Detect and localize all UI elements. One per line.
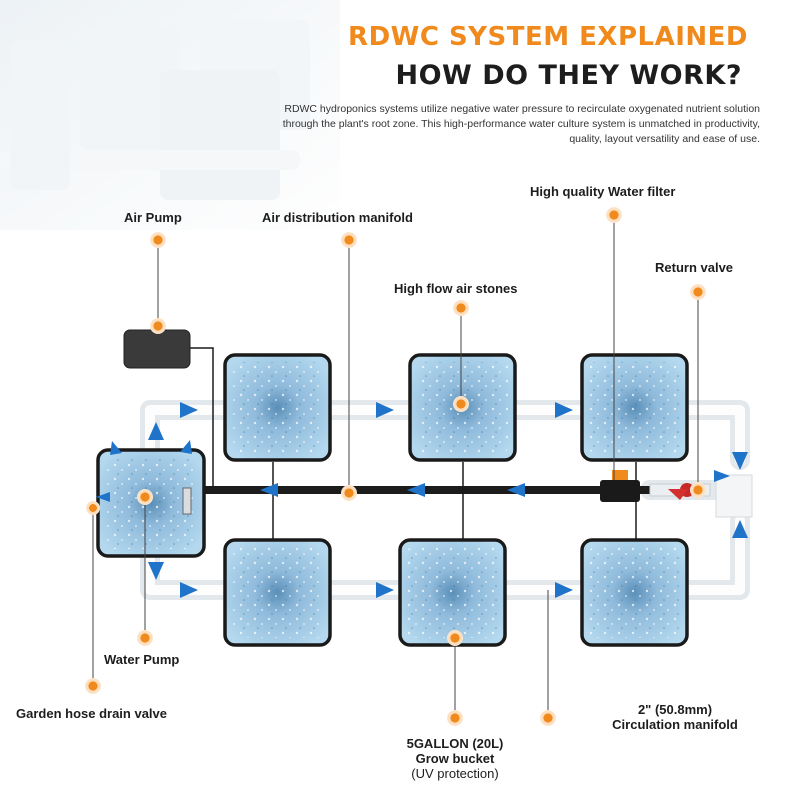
label-circulation-manifold: 2" (50.8mm) Circulation manifold — [590, 702, 760, 732]
grow-bucket-size: 5GALLON (20L) — [406, 736, 504, 751]
air-pump-body — [123, 329, 191, 369]
callout-dot — [341, 485, 357, 501]
callout-dot — [86, 501, 100, 515]
circ-name: Circulation manifold — [612, 717, 738, 732]
label-air-manifold: Air distribution manifold — [262, 210, 413, 225]
arrow-up-left-icon — [110, 441, 122, 455]
callout-dot — [690, 482, 706, 498]
label-return-valve: Return valve — [655, 260, 734, 275]
water-filter-housing — [600, 480, 640, 502]
callout-dot — [341, 232, 357, 248]
callout-dot — [447, 630, 463, 646]
callout-dot — [137, 489, 153, 505]
arrow-right-icon — [555, 582, 573, 598]
label-drain-valve: Garden hose drain valve — [16, 706, 168, 721]
bucket-top-3 — [580, 353, 689, 462]
label-air-stones: High flow air stones — [394, 281, 518, 296]
label-water-filter: High quality Water filter — [530, 184, 676, 199]
callout-dot — [540, 710, 556, 726]
grow-bucket-note: (UV protection) — [411, 766, 499, 781]
background-photo-fade — [0, 0, 340, 230]
label-water-pump: Water Pump — [104, 652, 180, 667]
arrow-left-icon — [407, 483, 425, 497]
callout-dot — [453, 300, 469, 316]
grow-bucket-name: Grow bucket — [415, 751, 495, 766]
callout-dot — [137, 630, 153, 646]
callout-dot — [150, 232, 166, 248]
circ-size: 2" (50.8mm) — [637, 702, 713, 717]
arrow-up-icon — [148, 422, 164, 440]
page-subtitle: HOW DO THEY WORK? — [395, 60, 742, 91]
pipe-junction — [715, 474, 753, 518]
label-air-pump: Air Pump — [124, 210, 182, 225]
arrow-up-right-icon — [180, 440, 192, 454]
bucket-bottom-1 — [223, 538, 332, 647]
grow-buckets — [96, 353, 689, 647]
arrow-left-icon — [96, 492, 110, 502]
callout-dot — [85, 678, 101, 694]
arrow-right-icon — [555, 402, 573, 418]
callout-dot — [150, 318, 166, 334]
callout-dot — [447, 710, 463, 726]
callout-dot — [690, 284, 706, 300]
arrow-right-icon — [376, 582, 394, 598]
arrow-left-icon — [260, 483, 278, 497]
callout-dots — [85, 207, 706, 726]
arrow-right-icon — [180, 582, 198, 598]
control-bucket — [96, 448, 206, 558]
callout-dot — [606, 207, 622, 223]
arrow-right-icon — [180, 402, 198, 418]
arrow-left-icon — [507, 483, 525, 497]
bucket-bottom-2 — [398, 538, 507, 647]
flow-arrows — [96, 402, 748, 598]
arrow-down-icon — [732, 452, 748, 470]
callout-dot — [453, 396, 469, 412]
water-filter-top — [612, 470, 628, 480]
arrow-right-icon — [376, 402, 394, 418]
label-grow-bucket: 5GALLON (20L) Grow bucket (UV protection… — [370, 736, 540, 781]
leader-lines — [92, 216, 699, 718]
page-description: RDWC hydroponics systems utilize negativ… — [282, 103, 760, 145]
bucket-top-1 — [223, 353, 332, 462]
arrow-down-icon — [148, 562, 164, 580]
arrow-up-icon — [732, 520, 748, 538]
bucket-bottom-3 — [580, 538, 689, 647]
page-title: RDWC SYSTEM EXPLAINED — [348, 22, 748, 52]
arrow-left-icon — [714, 470, 730, 482]
